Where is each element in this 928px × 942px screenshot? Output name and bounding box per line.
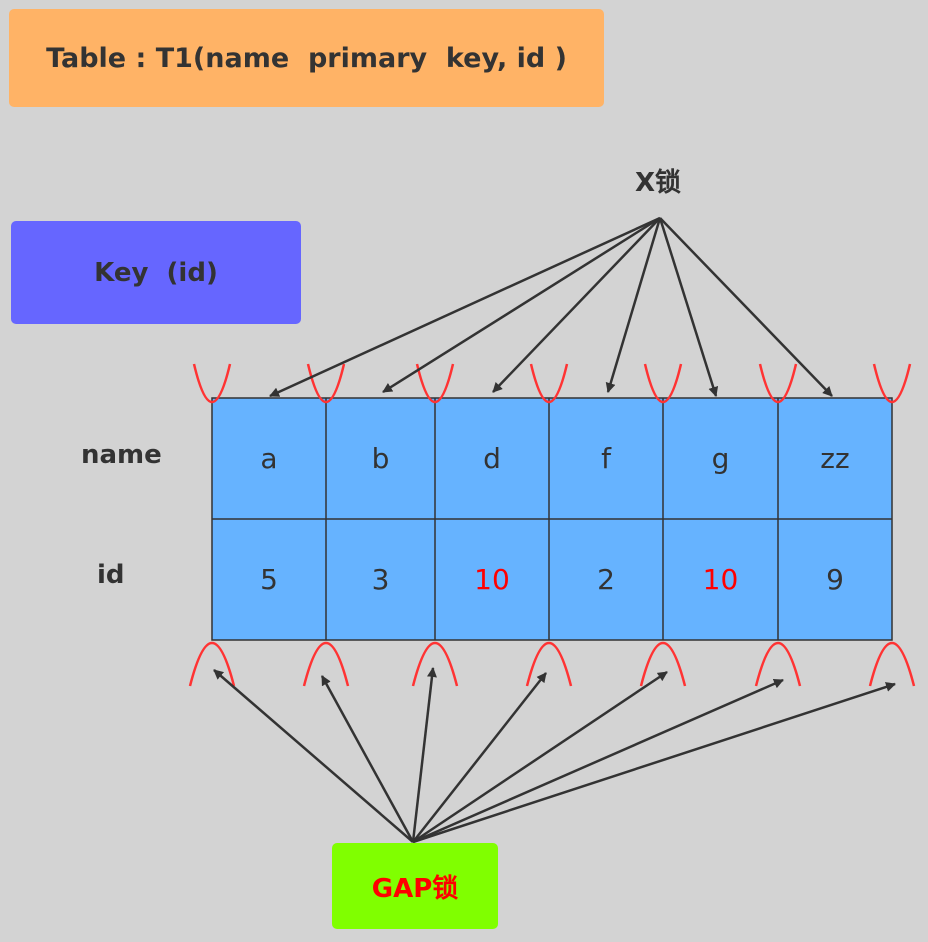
gap-lock-arrows	[213, 667, 896, 844]
gap-marker-bottom	[754, 641, 802, 687]
gap-lock-label: GAP锁	[371, 873, 459, 904]
table-title-box: Table : T1(name primary key, id )	[9, 9, 604, 107]
cell-id: 2	[597, 563, 615, 596]
gap-marker-bottom	[868, 641, 916, 687]
x-lock-arrow	[269, 216, 661, 398]
table-grid	[211, 397, 893, 641]
gap-marker-bottom	[525, 641, 573, 687]
x-lock-arrow	[605, 217, 662, 393]
cell-id: 9	[826, 563, 844, 596]
cell-id: 10	[474, 563, 510, 596]
table-title: Table : T1(name primary key, id )	[46, 42, 567, 74]
cell-name: b	[371, 442, 390, 475]
row-label-id: id	[97, 560, 125, 590]
gap-marker-bottom	[188, 641, 236, 687]
gap-lock-arrow	[411, 667, 437, 843]
x-lock-arrow	[659, 217, 833, 397]
x-lock-label: X锁	[635, 168, 682, 198]
cell-id: 3	[371, 563, 390, 596]
cell-id: 10	[702, 563, 739, 596]
gap-lock-arrow	[412, 672, 547, 843]
gap-marker-top	[192, 363, 232, 403]
gap-lock-arrow	[320, 675, 415, 843]
gap-marker-bottom	[302, 641, 350, 687]
x-lock-arrow	[658, 217, 719, 397]
cell-name: a	[260, 442, 278, 475]
index-key-label: Key (id)	[94, 257, 218, 288]
gap-marker-top	[415, 363, 455, 403]
x-lock-arrow	[492, 217, 661, 393]
gap-marker-bottom	[411, 641, 459, 687]
cell-name: g	[711, 442, 730, 475]
cell-name: f	[601, 442, 611, 475]
row-label-name: name	[81, 440, 162, 470]
gap-marker-bottom	[639, 641, 687, 687]
gap-lock-arrow	[213, 669, 414, 843]
x-lock-arrows	[269, 216, 833, 398]
gap-marker-top	[872, 363, 912, 403]
x-lock-arrow	[382, 216, 661, 394]
gap-lock-arrow	[412, 670, 668, 844]
gap-lock-arrow	[412, 682, 896, 844]
gap-marker-top	[643, 363, 683, 403]
cell-name: d	[483, 442, 501, 475]
gap-lock-box: GAP锁	[332, 843, 498, 929]
gap-marker-top	[529, 363, 569, 403]
gap-marker-top	[758, 363, 798, 403]
gap-lock-arrow	[412, 678, 784, 844]
cell-id: 5	[260, 563, 278, 596]
index-key-box: Key (id)	[11, 221, 301, 324]
cell-name: zz	[820, 442, 850, 475]
